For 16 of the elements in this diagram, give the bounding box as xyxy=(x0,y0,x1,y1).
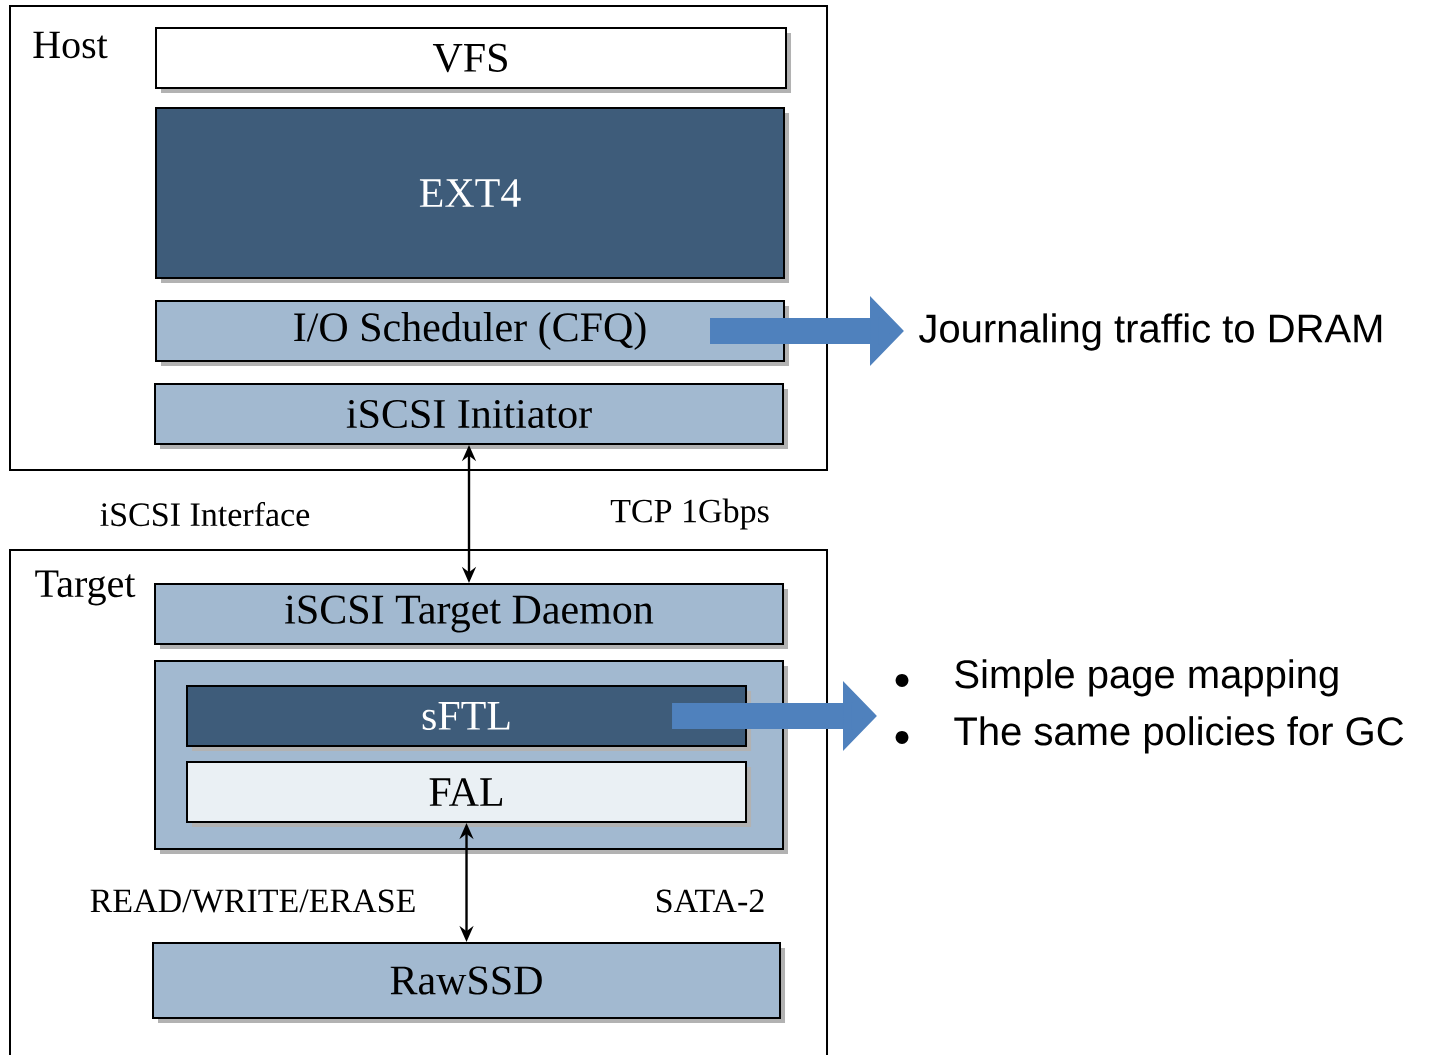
interface-label: iSCSI Interface xyxy=(100,501,310,527)
interface-label: TCP 1Gbps xyxy=(610,498,769,530)
layer-box: VFS xyxy=(155,27,791,93)
layer-box: I/O Scheduler (CFQ) xyxy=(155,300,789,366)
layer-box: sFTL xyxy=(186,685,751,751)
node-label: Simple page mapping xyxy=(955,659,1338,697)
layer-box: FAL xyxy=(186,761,751,827)
node-label: The same policies for GC xyxy=(954,716,1404,754)
layer-box: RawSSD xyxy=(152,942,785,1023)
bullet-list: Simple page mapping The same policies for GC xyxy=(895,659,1404,754)
layer-box: EXT4 xyxy=(155,107,789,283)
callout-text: Journaling traffic to DRAM xyxy=(919,313,1382,351)
layer-box: iSCSI Initiator xyxy=(154,383,788,449)
layer-box: iSCSI Target Daemon xyxy=(154,583,788,649)
interface-label: READ/WRITE/ERASE xyxy=(90,889,415,913)
interface-label: SATA-2 xyxy=(657,889,764,913)
